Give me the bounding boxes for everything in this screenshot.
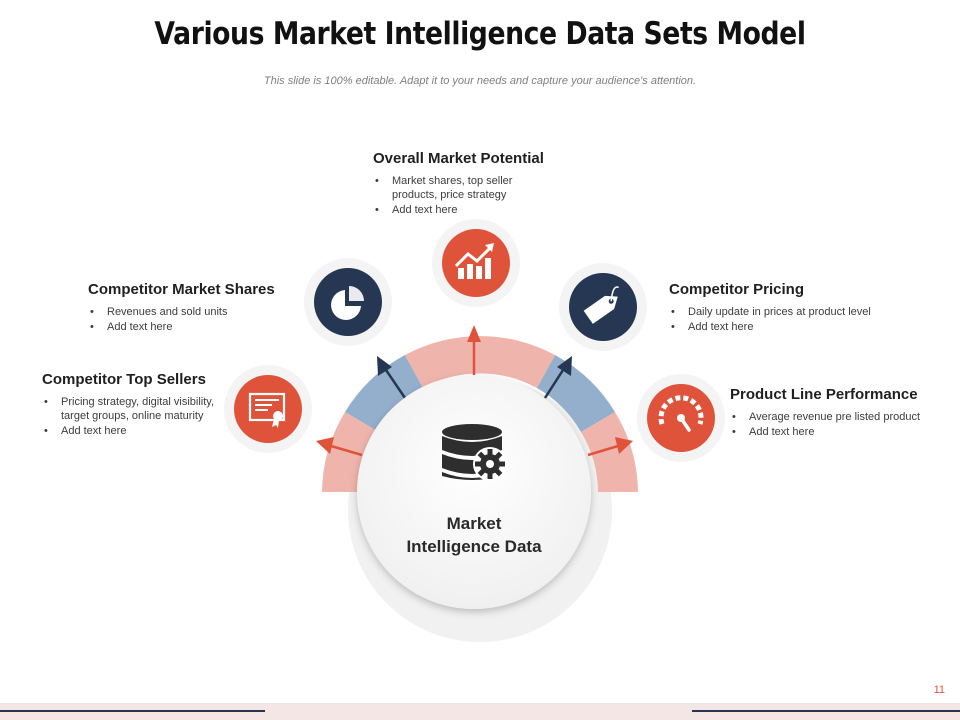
page-number: 11 [933,684,945,696]
arc-segment-right-blue [537,355,615,432]
bullet-item: Add text here [730,425,955,439]
bullet-list: Revenues and sold units Add text here [88,305,308,334]
bullet-list: Market shares, top seller products, pric… [373,174,563,217]
block-overall-market-potential: Overall Market Potential Market shares, … [373,150,563,218]
bullet-list: Pricing strategy, digital visibility, ta… [42,395,232,438]
block-competitor-pricing: Competitor Pricing Daily update in price… [669,281,909,335]
page-subtitle: This slide is 100% editable. Adapt it to… [263,75,697,87]
arc-segment-left-blue [345,355,423,432]
icon-circle-market-potential [432,219,520,307]
icon-circle-product-line [637,374,725,462]
pie-chart-icon [331,286,364,320]
center-label-line1: Market [446,514,502,533]
arrow-right [615,437,633,454]
bullet-list: Average revenue pre listed product Add t… [730,410,955,439]
arrow-left [316,437,334,454]
block-competitor-market-shares: Competitor Market Shares Revenues and so… [88,281,308,335]
arc-segment-right-pink [581,412,638,492]
footer-strip [0,703,960,720]
bullet-item: Pricing strategy, digital visibility, ta… [42,395,226,423]
page-title: Various Market Intelligence Data Sets Mo… [154,16,806,52]
block-product-line-performance: Product Line Performance Average revenue… [730,386,955,440]
bullet-item: Add text here [373,203,563,217]
arrow-upper-left [377,356,392,376]
price-tag-icon [583,286,620,324]
arc-arrows [316,325,633,457]
center-label-line2: Intelligence Data [406,537,542,556]
bullet-item: Revenues and sold units [88,305,308,319]
block-title: Product Line Performance [730,386,918,403]
bullet-item: Market shares, top seller products, pric… [373,174,542,202]
arc-segment-top-pink [405,336,555,388]
arrow-upper-right [557,356,572,376]
center-label: Market Intelligence Data [374,512,574,558]
bullet-item: Daily update in prices at product level [669,305,909,319]
arrow-top [467,325,481,342]
block-title: Competitor Top Sellers [42,371,206,388]
block-title: Competitor Pricing [669,281,805,298]
bullet-list: Daily update in prices at product level … [669,305,909,334]
center-circle [357,375,591,609]
certificate-icon [248,392,286,428]
database-gear-icon [442,424,507,481]
bullet-item: Add text here [42,424,232,438]
icon-circle-market-shares [304,258,392,346]
block-competitor-top-sellers: Competitor Top Sellers Pricing strategy,… [42,371,232,439]
speedometer-icon [658,395,704,432]
icon-circle-pricing [559,263,647,351]
block-title: Overall Market Potential [373,150,544,167]
bullet-item: Add text here [669,320,909,334]
bullet-item: Add text here [88,320,308,334]
icon-circle-top-sellers [224,365,312,453]
block-title: Competitor Market Shares [88,281,275,298]
bullet-item: Average revenue pre listed product [730,410,955,424]
growth-chart-icon [454,243,494,279]
